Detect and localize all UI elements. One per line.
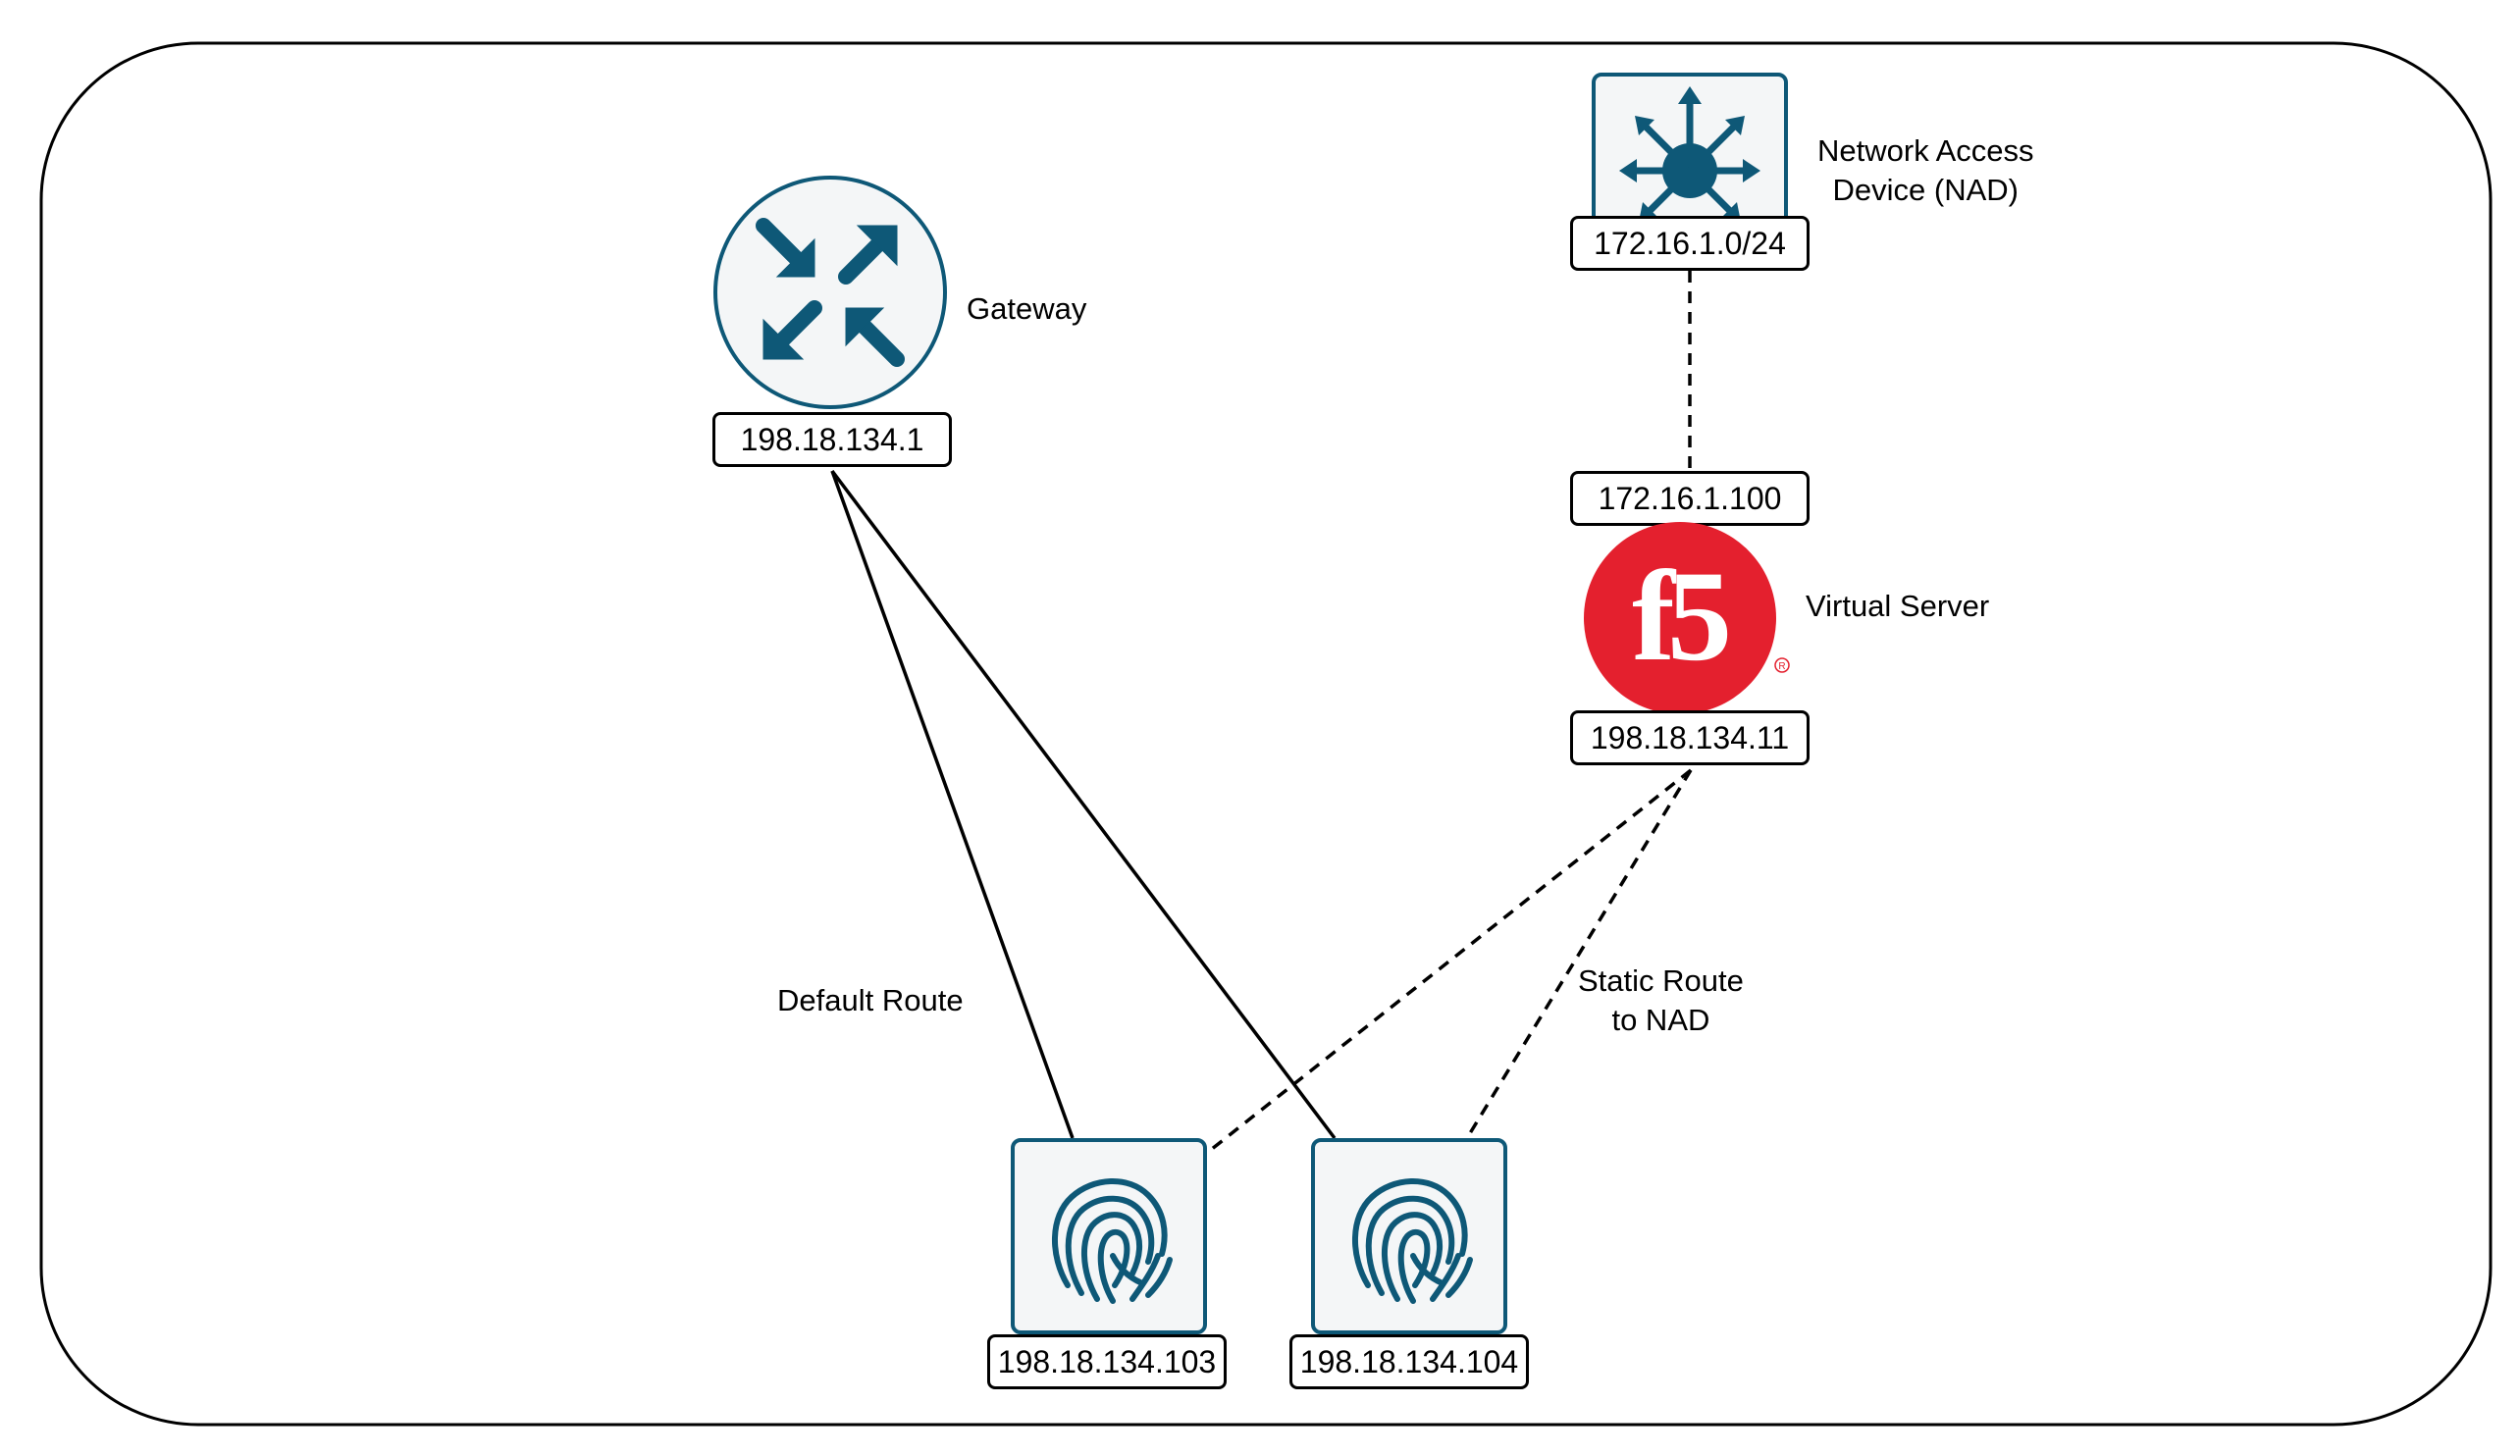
router-icon — [713, 176, 947, 409]
f5-logo: f5 R — [1584, 522, 1790, 714]
outer-frame — [39, 41, 2493, 1427]
static-route-label-line1: Static Route — [1578, 963, 1744, 998]
fingerprint-icon — [1311, 1138, 1507, 1334]
static-route-line-104 — [1465, 769, 1693, 1139]
host-103-ip-box: 198.18.134.103 — [987, 1334, 1227, 1389]
nad-label: Network Access Device (NAD) — [1817, 131, 2034, 210]
host-104-ip-box: 198.18.134.104 — [1289, 1334, 1529, 1389]
nad-label-line2: Device (NAD) — [1832, 173, 2019, 207]
default-route-line-103 — [830, 470, 1075, 1139]
virtual-server-ip-bottom-box: 198.18.134.11 — [1570, 710, 1810, 765]
fingerprint-icon — [1011, 1138, 1207, 1334]
default-route-line-104 — [830, 469, 1337, 1140]
default-route-label: Default Route — [777, 983, 964, 1017]
svg-text:R: R — [1778, 661, 1785, 672]
svg-text:f5: f5 — [1632, 544, 1728, 688]
gateway-label: Gateway — [967, 291, 1087, 326]
static-route-label: Static Route to NAD — [1578, 962, 1744, 1040]
switch-icon — [1592, 73, 1788, 230]
nad-ip-box: 172.16.1.0/24 — [1570, 216, 1810, 271]
static-route-label-line2: to NAD — [1611, 1003, 1710, 1037]
virtual-server-ip-top-box: 172.16.1.100 — [1570, 471, 1810, 526]
nad-label-line1: Network Access — [1817, 133, 2034, 168]
gateway-ip-box: 198.18.134.1 — [712, 412, 952, 467]
virtual-server-label: Virtual Server — [1806, 589, 1990, 623]
